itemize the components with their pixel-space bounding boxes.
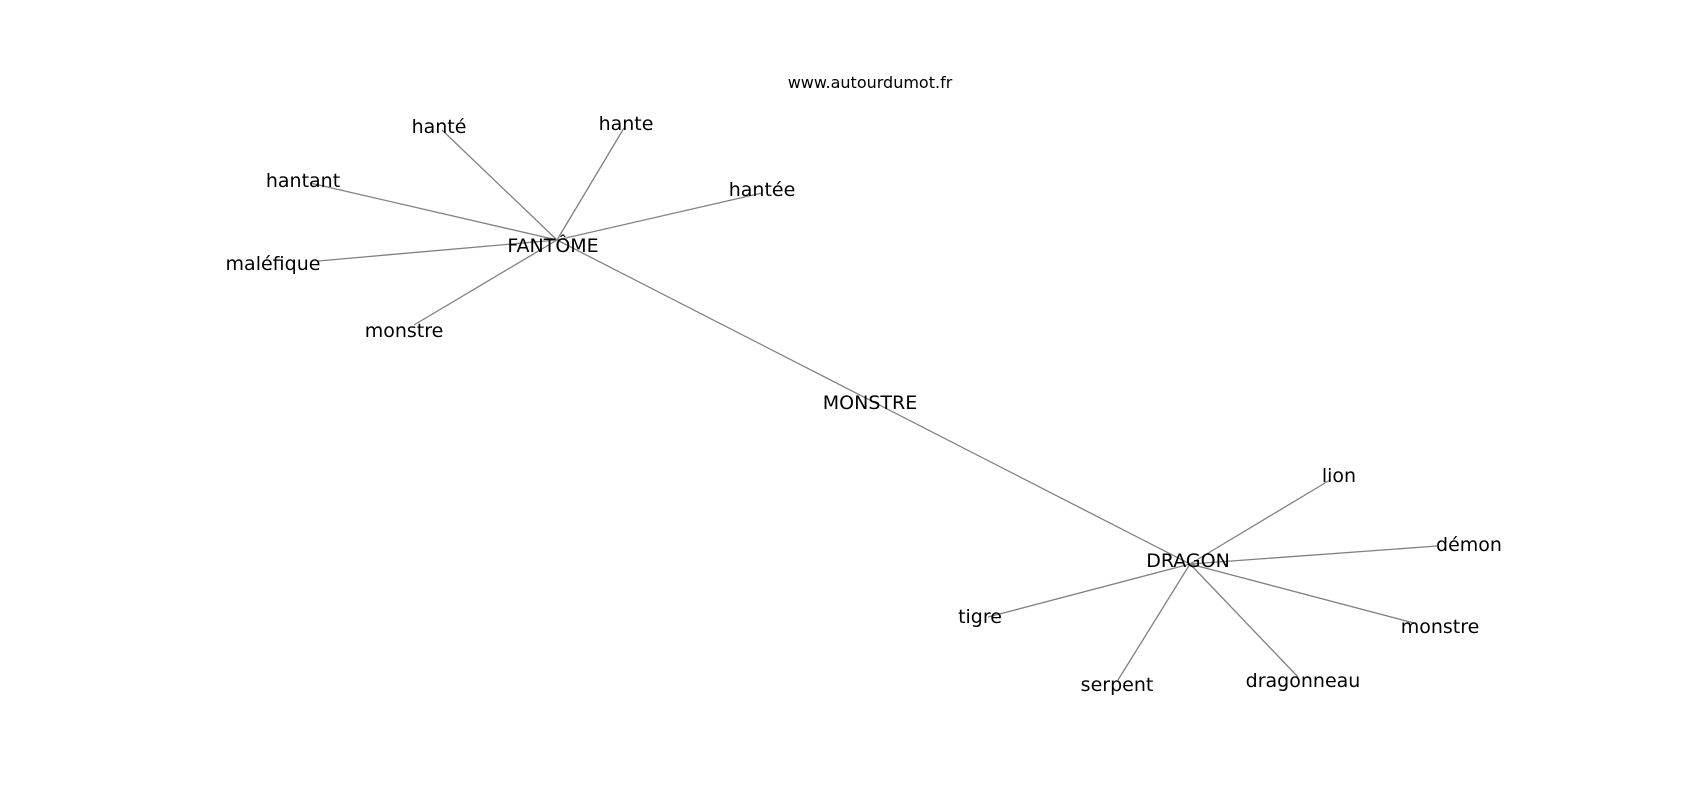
node-label-lion: lion xyxy=(1322,465,1356,487)
edge-fantome-hante xyxy=(556,127,625,241)
node-label-monstre-f: monstre xyxy=(365,320,444,342)
source-label: www.autourdumot.fr xyxy=(788,73,953,92)
node-label-monstre-center: MONSTRE xyxy=(823,392,917,414)
edge-fantome-hantee xyxy=(556,192,763,241)
edge-fantome-hante_acc xyxy=(441,129,558,241)
edge-fantome-hantant xyxy=(309,182,558,241)
edge-fantome-monstre_f xyxy=(413,239,558,326)
edge-dragon-dragonneau xyxy=(1189,563,1299,678)
edge-dragon-tigre xyxy=(987,563,1191,618)
node-label-malefique: maléfique xyxy=(226,253,321,275)
labels-layer: MONSTRE FANTÔME DRAGON hanté hante hantant han… xyxy=(226,113,1502,696)
node-label-fantome: FANTÔME xyxy=(507,233,598,257)
node-label-dragon: DRAGON xyxy=(1146,550,1230,572)
edge-fantome-malefique xyxy=(317,239,558,262)
edge-dragon-monstre_d xyxy=(1189,563,1415,624)
node-label-monstre-d: monstre xyxy=(1401,616,1480,638)
node-label-serpent: serpent xyxy=(1081,674,1154,696)
node-label-hantee: hantée xyxy=(729,179,796,201)
edge-dragon-serpent xyxy=(1117,563,1191,681)
node-label-hante: hante xyxy=(599,113,654,135)
node-label-demon: démon xyxy=(1436,534,1502,556)
node-label-hante-acc: hanté xyxy=(412,116,467,138)
node-label-hantant: hantant xyxy=(266,170,340,192)
edge-fantome-dragon xyxy=(556,239,1191,565)
edge-dragon-demon xyxy=(1189,545,1438,565)
node-label-dragonneau: dragonneau xyxy=(1246,670,1361,692)
edge-dragon-lion xyxy=(1189,479,1331,565)
node-label-tigre: tigre xyxy=(958,606,1002,628)
edges-layer xyxy=(309,127,1438,681)
